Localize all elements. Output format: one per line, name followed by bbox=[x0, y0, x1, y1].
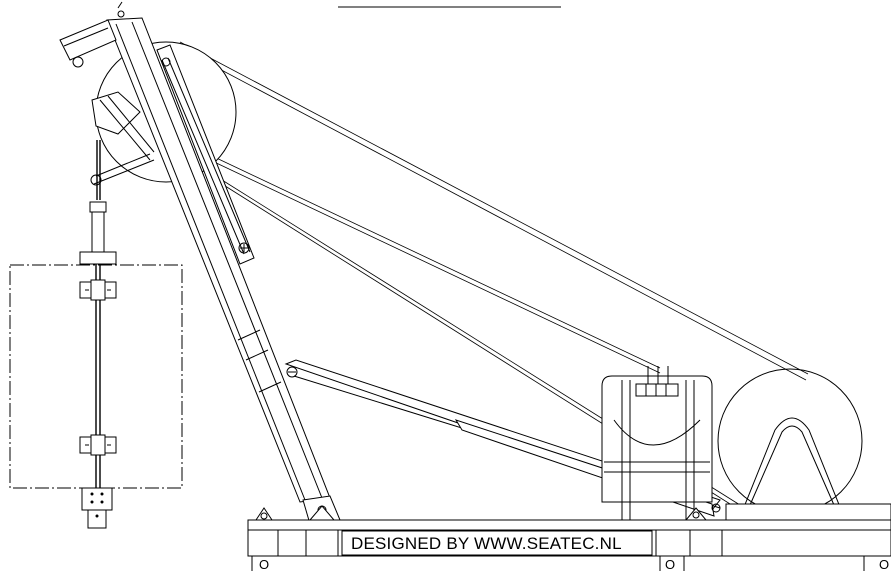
base-frame bbox=[248, 504, 891, 571]
base-mark-left: O bbox=[259, 557, 269, 571]
base-mark-middle: O bbox=[665, 557, 675, 571]
winch-stand bbox=[602, 366, 712, 520]
luffing-cylinder bbox=[157, 45, 254, 264]
main-boom bbox=[60, 2, 340, 524]
base-mark-right: O bbox=[879, 557, 889, 571]
hook-block bbox=[80, 92, 154, 264]
winch-drum-large bbox=[718, 369, 862, 513]
load-outline bbox=[10, 264, 182, 528]
designer-credit: DESIGNED BY WWW.SEATEC.NL bbox=[351, 534, 622, 553]
cables bbox=[180, 42, 808, 509]
